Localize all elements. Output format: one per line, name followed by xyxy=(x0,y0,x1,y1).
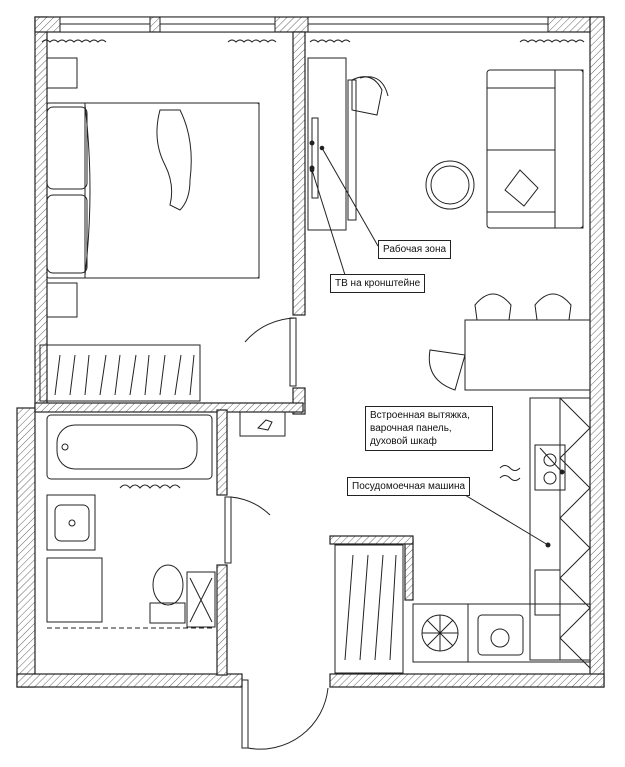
doors xyxy=(224,317,329,750)
walls xyxy=(16,16,605,688)
label-kitchen-appliances-line-1: Встроенная вытяжка, xyxy=(370,410,470,421)
label-kitchen-appliances-line-3: духовой шкаф xyxy=(370,436,437,447)
label-kitchen-appliances-line-2: варочная панель, xyxy=(370,423,452,434)
label-dishwasher: Посудомоечная машина xyxy=(347,477,471,496)
label-work-zone: Рабочая зона xyxy=(378,240,452,259)
leader-lines xyxy=(309,145,565,548)
furniture xyxy=(39,39,591,674)
label-tv-bracket: ТВ на кронштейне xyxy=(330,274,426,293)
label-kitchen-appliances: Встроенная вытяжка, варочная панель, дух… xyxy=(365,406,493,451)
windows xyxy=(59,16,549,33)
